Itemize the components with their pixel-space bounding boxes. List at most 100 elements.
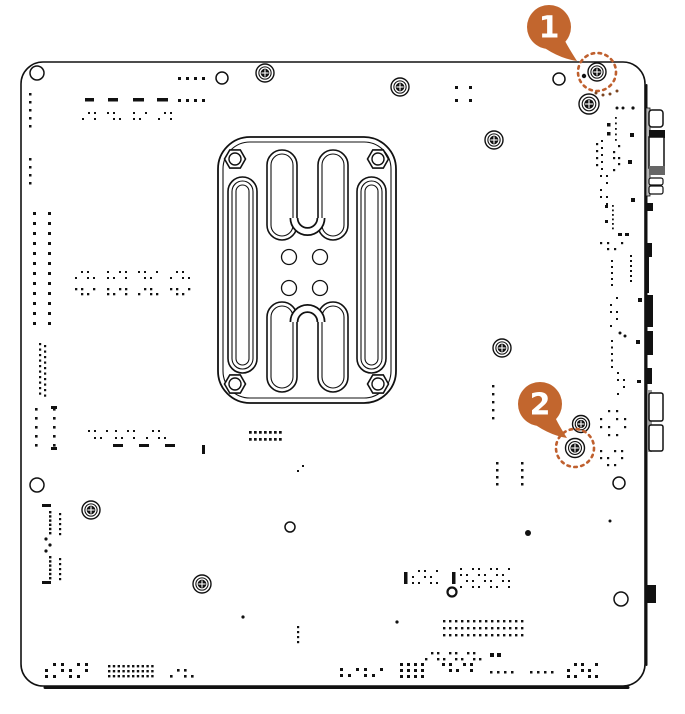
component-pads (113, 277, 115, 279)
component-pads (127, 665, 130, 668)
component-pads (478, 568, 480, 570)
component-pads (424, 576, 426, 578)
component-pads (138, 271, 140, 273)
component-pad (630, 133, 634, 137)
pin-column (49, 556, 52, 559)
pin-column (39, 365, 42, 368)
component-pad (42, 504, 51, 507)
pin-column (44, 345, 47, 348)
component-pads (437, 652, 440, 655)
component-pads (521, 476, 524, 479)
pin-column (39, 370, 42, 373)
component-pads (414, 675, 417, 678)
pin-column (29, 166, 32, 169)
component-pads (508, 568, 510, 570)
pin-column (611, 278, 613, 280)
component-pad (133, 98, 144, 102)
component-pads (478, 586, 480, 588)
heatsink-hole (280, 248, 298, 266)
component-pads (53, 663, 56, 666)
heatsink-hole (311, 248, 329, 266)
heatsink-nut (228, 377, 242, 391)
pin-column (612, 209, 614, 212)
component-pads (544, 671, 547, 674)
component-pads (107, 277, 109, 279)
pin-column (59, 578, 62, 581)
component-pads (617, 393, 619, 395)
pin-column (35, 435, 38, 438)
solder-dot (623, 334, 627, 338)
component-pads (115, 437, 117, 439)
component-pads (107, 288, 110, 291)
component-pads (122, 665, 125, 668)
component-pads (164, 437, 166, 439)
component-pads (177, 669, 180, 672)
solder-dot (395, 620, 399, 624)
pin-column (492, 385, 495, 388)
component-pads (53, 675, 56, 678)
component-pads (81, 293, 84, 296)
component-pads (600, 426, 603, 429)
pin-column (48, 222, 51, 225)
component-pads (616, 311, 618, 313)
pin-column (297, 641, 300, 644)
pin-column (33, 292, 36, 295)
component-pads (186, 77, 189, 80)
mounting-hole (29, 477, 45, 493)
component-pads (136, 675, 140, 678)
component-pads (614, 450, 617, 453)
component-pads (509, 627, 512, 630)
component-pads (93, 277, 95, 279)
component-pads (418, 570, 420, 572)
component-pads (515, 634, 518, 637)
component-pads (94, 430, 96, 432)
component-pad (51, 447, 57, 450)
component-pads (479, 627, 482, 630)
component-pads (497, 627, 500, 630)
component-pads (184, 675, 187, 678)
component-pad (490, 653, 494, 657)
component-pads (138, 293, 141, 296)
callout-number-1: 1 (539, 11, 560, 46)
component-pads (490, 568, 492, 570)
component-pads (61, 669, 64, 672)
pin-column (612, 214, 614, 216)
pin-column (49, 564, 52, 567)
component-pads (151, 670, 154, 673)
component-pads (152, 430, 154, 432)
component-pad (625, 233, 629, 236)
component-pads (491, 627, 494, 630)
component-pad (605, 205, 608, 208)
pin-column (33, 322, 36, 325)
component-pads (610, 325, 612, 327)
component-pads (178, 99, 181, 102)
component-pads (436, 570, 438, 572)
pin-column (297, 636, 300, 639)
pin-column (49, 519, 52, 522)
component-pads (119, 118, 121, 120)
component-pads (496, 462, 499, 465)
component-pads (297, 470, 299, 472)
callout-number-2: 2 (530, 388, 551, 423)
heatsink-pipe (291, 217, 324, 235)
component-pads (456, 669, 459, 672)
component-pads (618, 145, 621, 148)
component-pads (372, 674, 375, 677)
component-pads (125, 277, 127, 279)
component-pads (108, 675, 111, 678)
pin-column (49, 577, 52, 580)
component-pads (496, 483, 499, 486)
component-pads (125, 271, 127, 273)
component-pads (150, 277, 152, 279)
component-pads (158, 118, 160, 120)
component-pads (113, 118, 115, 120)
io-connector (646, 331, 653, 355)
component-pads (503, 634, 506, 637)
component-pads (85, 669, 88, 672)
mounting-hole (284, 521, 296, 533)
pin-column (44, 394, 47, 397)
pin-column (29, 101, 32, 104)
component-pads (407, 663, 410, 666)
heatsink-nut (228, 152, 242, 166)
component-pads (484, 574, 486, 576)
